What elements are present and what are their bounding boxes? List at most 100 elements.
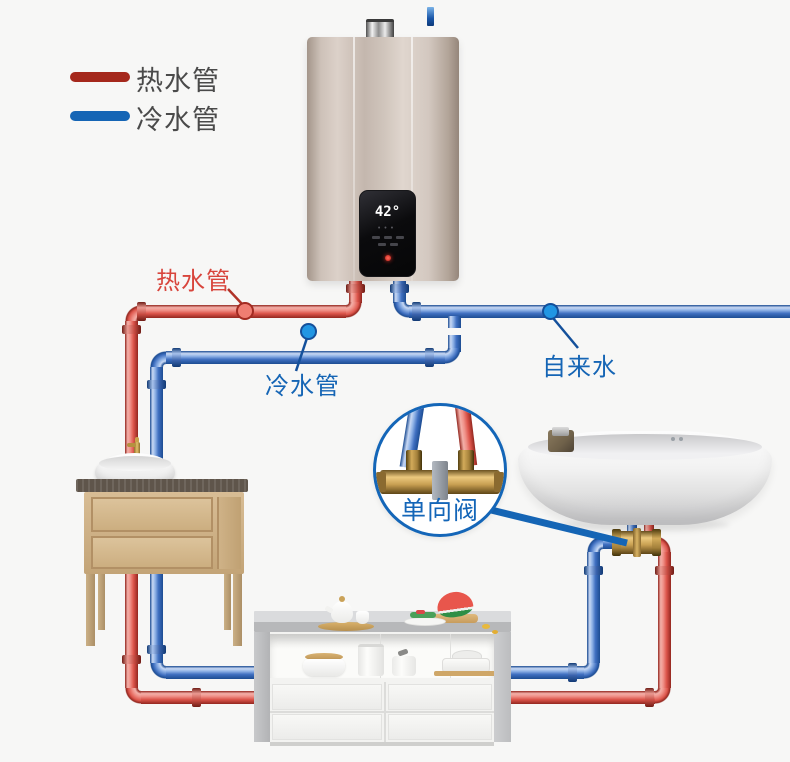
sink-rim (99, 456, 171, 471)
pipe-fitting (346, 284, 365, 293)
island-plinth (270, 742, 494, 746)
cold-pipe-marker (300, 323, 317, 340)
pipe-fitting (147, 645, 166, 654)
pipe-fitting (192, 688, 201, 707)
valve-center-nut (633, 528, 641, 557)
lemon-bit (492, 630, 498, 634)
vanity-door (217, 497, 241, 569)
cold-pipe-right-riser (587, 552, 600, 663)
hot-pipe-elbow (125, 688, 141, 704)
legend-label-hot: 热水管 (136, 66, 220, 96)
valve-nut (612, 529, 621, 556)
hot-pipe-label: 热水管 (156, 268, 231, 295)
hot-pipe-right-riser (658, 552, 671, 688)
shelf-canister (358, 644, 384, 676)
pipe-fitting (584, 566, 603, 575)
teapot-knob (339, 596, 345, 602)
pipe-fitting (412, 302, 421, 321)
pipe-fitting (122, 655, 141, 664)
cold-pipe-tub-stub (627, 517, 637, 538)
hot-pipe-elbow (655, 688, 671, 704)
hot-pipe-elbow (346, 302, 362, 318)
vanity-leg (86, 574, 95, 646)
pipe-fitting (137, 302, 146, 321)
island-drawer (272, 684, 382, 710)
pipe-fitting (172, 348, 181, 367)
tub-control-dot (679, 437, 683, 441)
pipe-fitting (645, 688, 654, 707)
heater-status-icons: ••• (377, 225, 398, 232)
cold-pipe-elbow (393, 302, 409, 318)
pipe-fitting (147, 380, 166, 389)
tub-control-dot (671, 437, 675, 441)
legend-label-cold: 冷水管 (136, 105, 220, 135)
fruit-plate (404, 617, 446, 626)
pipe-fitting (122, 325, 141, 334)
shelf-tray (434, 671, 496, 676)
hot-pipe-tub-stub (644, 517, 654, 538)
heater-temperature: 42° (374, 204, 401, 220)
pipe-fitting (425, 348, 434, 367)
heater-power-led (384, 255, 391, 261)
tub-overflow-cap (552, 427, 569, 436)
vanity-countertop (76, 479, 248, 492)
cold-pipe-elbow (150, 351, 166, 367)
wooden-lid (305, 653, 343, 661)
cutting-board (416, 614, 478, 623)
cold-pipe-main-run (409, 305, 790, 318)
valve-end (494, 472, 504, 492)
vanity-leg (233, 574, 242, 646)
vanity-leg (98, 574, 105, 630)
callout-connector (458, 450, 474, 474)
check-valve-label: 单向阀 (400, 497, 479, 525)
island-side-panel (254, 632, 270, 742)
pipe-fitting (655, 566, 674, 575)
cold-pipe-elbow (150, 663, 166, 679)
valve-end (376, 472, 386, 492)
shelf-seam (450, 634, 451, 678)
pipe-crossing-gap (444, 328, 465, 335)
check-valve-callout: 单向阀 (373, 403, 507, 537)
cold-pipe-elbow (587, 536, 603, 552)
heater-buttons (371, 236, 404, 239)
heater-panel-seam (353, 37, 355, 281)
shelf-jar (392, 656, 416, 676)
tap-water-marker (542, 303, 559, 320)
cold-pipe-elbow (445, 348, 461, 364)
island-drawer (388, 684, 492, 710)
heater-buttons (377, 243, 398, 246)
valve-clamp (432, 461, 448, 500)
fruit-greens (410, 612, 436, 618)
vanity-drawer (91, 536, 213, 569)
vanity-leg (224, 574, 231, 630)
valve-nut (652, 529, 661, 556)
hot-pipe-marker (236, 302, 254, 320)
creamer (356, 611, 369, 624)
heater-panel-seam (411, 37, 413, 281)
cold-pipe-elbow (584, 663, 600, 679)
faucet-spout (127, 443, 136, 447)
teapot (331, 601, 353, 623)
drawer-gap (270, 711, 494, 713)
heater-display: 42° ••• (359, 190, 416, 277)
cold-pipe-label: 冷水管 (265, 373, 340, 400)
vanity-drawer (91, 497, 213, 532)
cold-pipe-sink-run (166, 351, 445, 364)
faucet-knob (135, 437, 139, 443)
island-drawer (388, 714, 492, 740)
island-drawer (272, 714, 382, 740)
callout-connector (406, 450, 422, 474)
legend-swatch-cold (70, 111, 130, 121)
lemon-bit (482, 624, 490, 629)
blue-mark (427, 7, 434, 26)
pipe-fitting (568, 663, 577, 682)
pipe-fitting (390, 284, 409, 293)
legend-swatch-hot (70, 72, 130, 82)
brass-tray (318, 622, 374, 631)
vanity-cabinet (84, 492, 244, 574)
island-side-panel (494, 632, 511, 742)
fruit-red (416, 610, 425, 614)
heater-flue (366, 19, 394, 42)
shelf-bowl (303, 659, 345, 676)
